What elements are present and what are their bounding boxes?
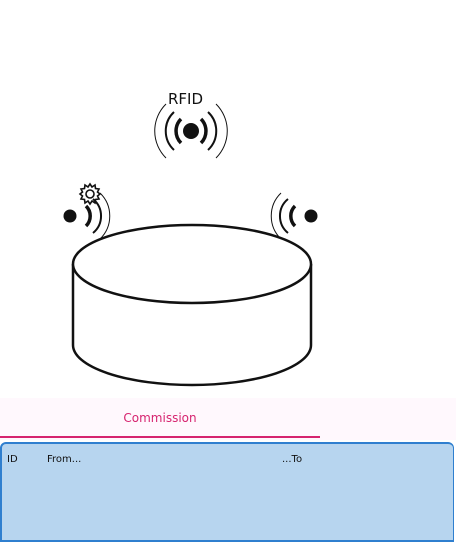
rfid-commission-illustration: RFID bbox=[63, 90, 318, 387]
tab-commission[interactable]: Commission bbox=[0, 398, 320, 438]
column-header-id[interactable]: ID bbox=[7, 454, 18, 465]
tab-strip: Commission bbox=[0, 398, 456, 440]
tab-selected-indicator bbox=[0, 436, 320, 438]
column-header-to[interactable]: ...To bbox=[282, 454, 303, 465]
signal-right-icon bbox=[63, 192, 111, 240]
rfid-label: RFID bbox=[168, 90, 204, 108]
commission-table[interactable]: ID From... ...To bbox=[0, 442, 454, 542]
signal-left-icon bbox=[270, 192, 318, 240]
cylinder-container-icon bbox=[71, 223, 313, 387]
gear-icon bbox=[78, 182, 102, 206]
rfid-broadcast-icon bbox=[154, 103, 228, 159]
column-header-from[interactable]: From... bbox=[47, 454, 82, 465]
tab-commission-label: Commission bbox=[123, 411, 197, 425]
